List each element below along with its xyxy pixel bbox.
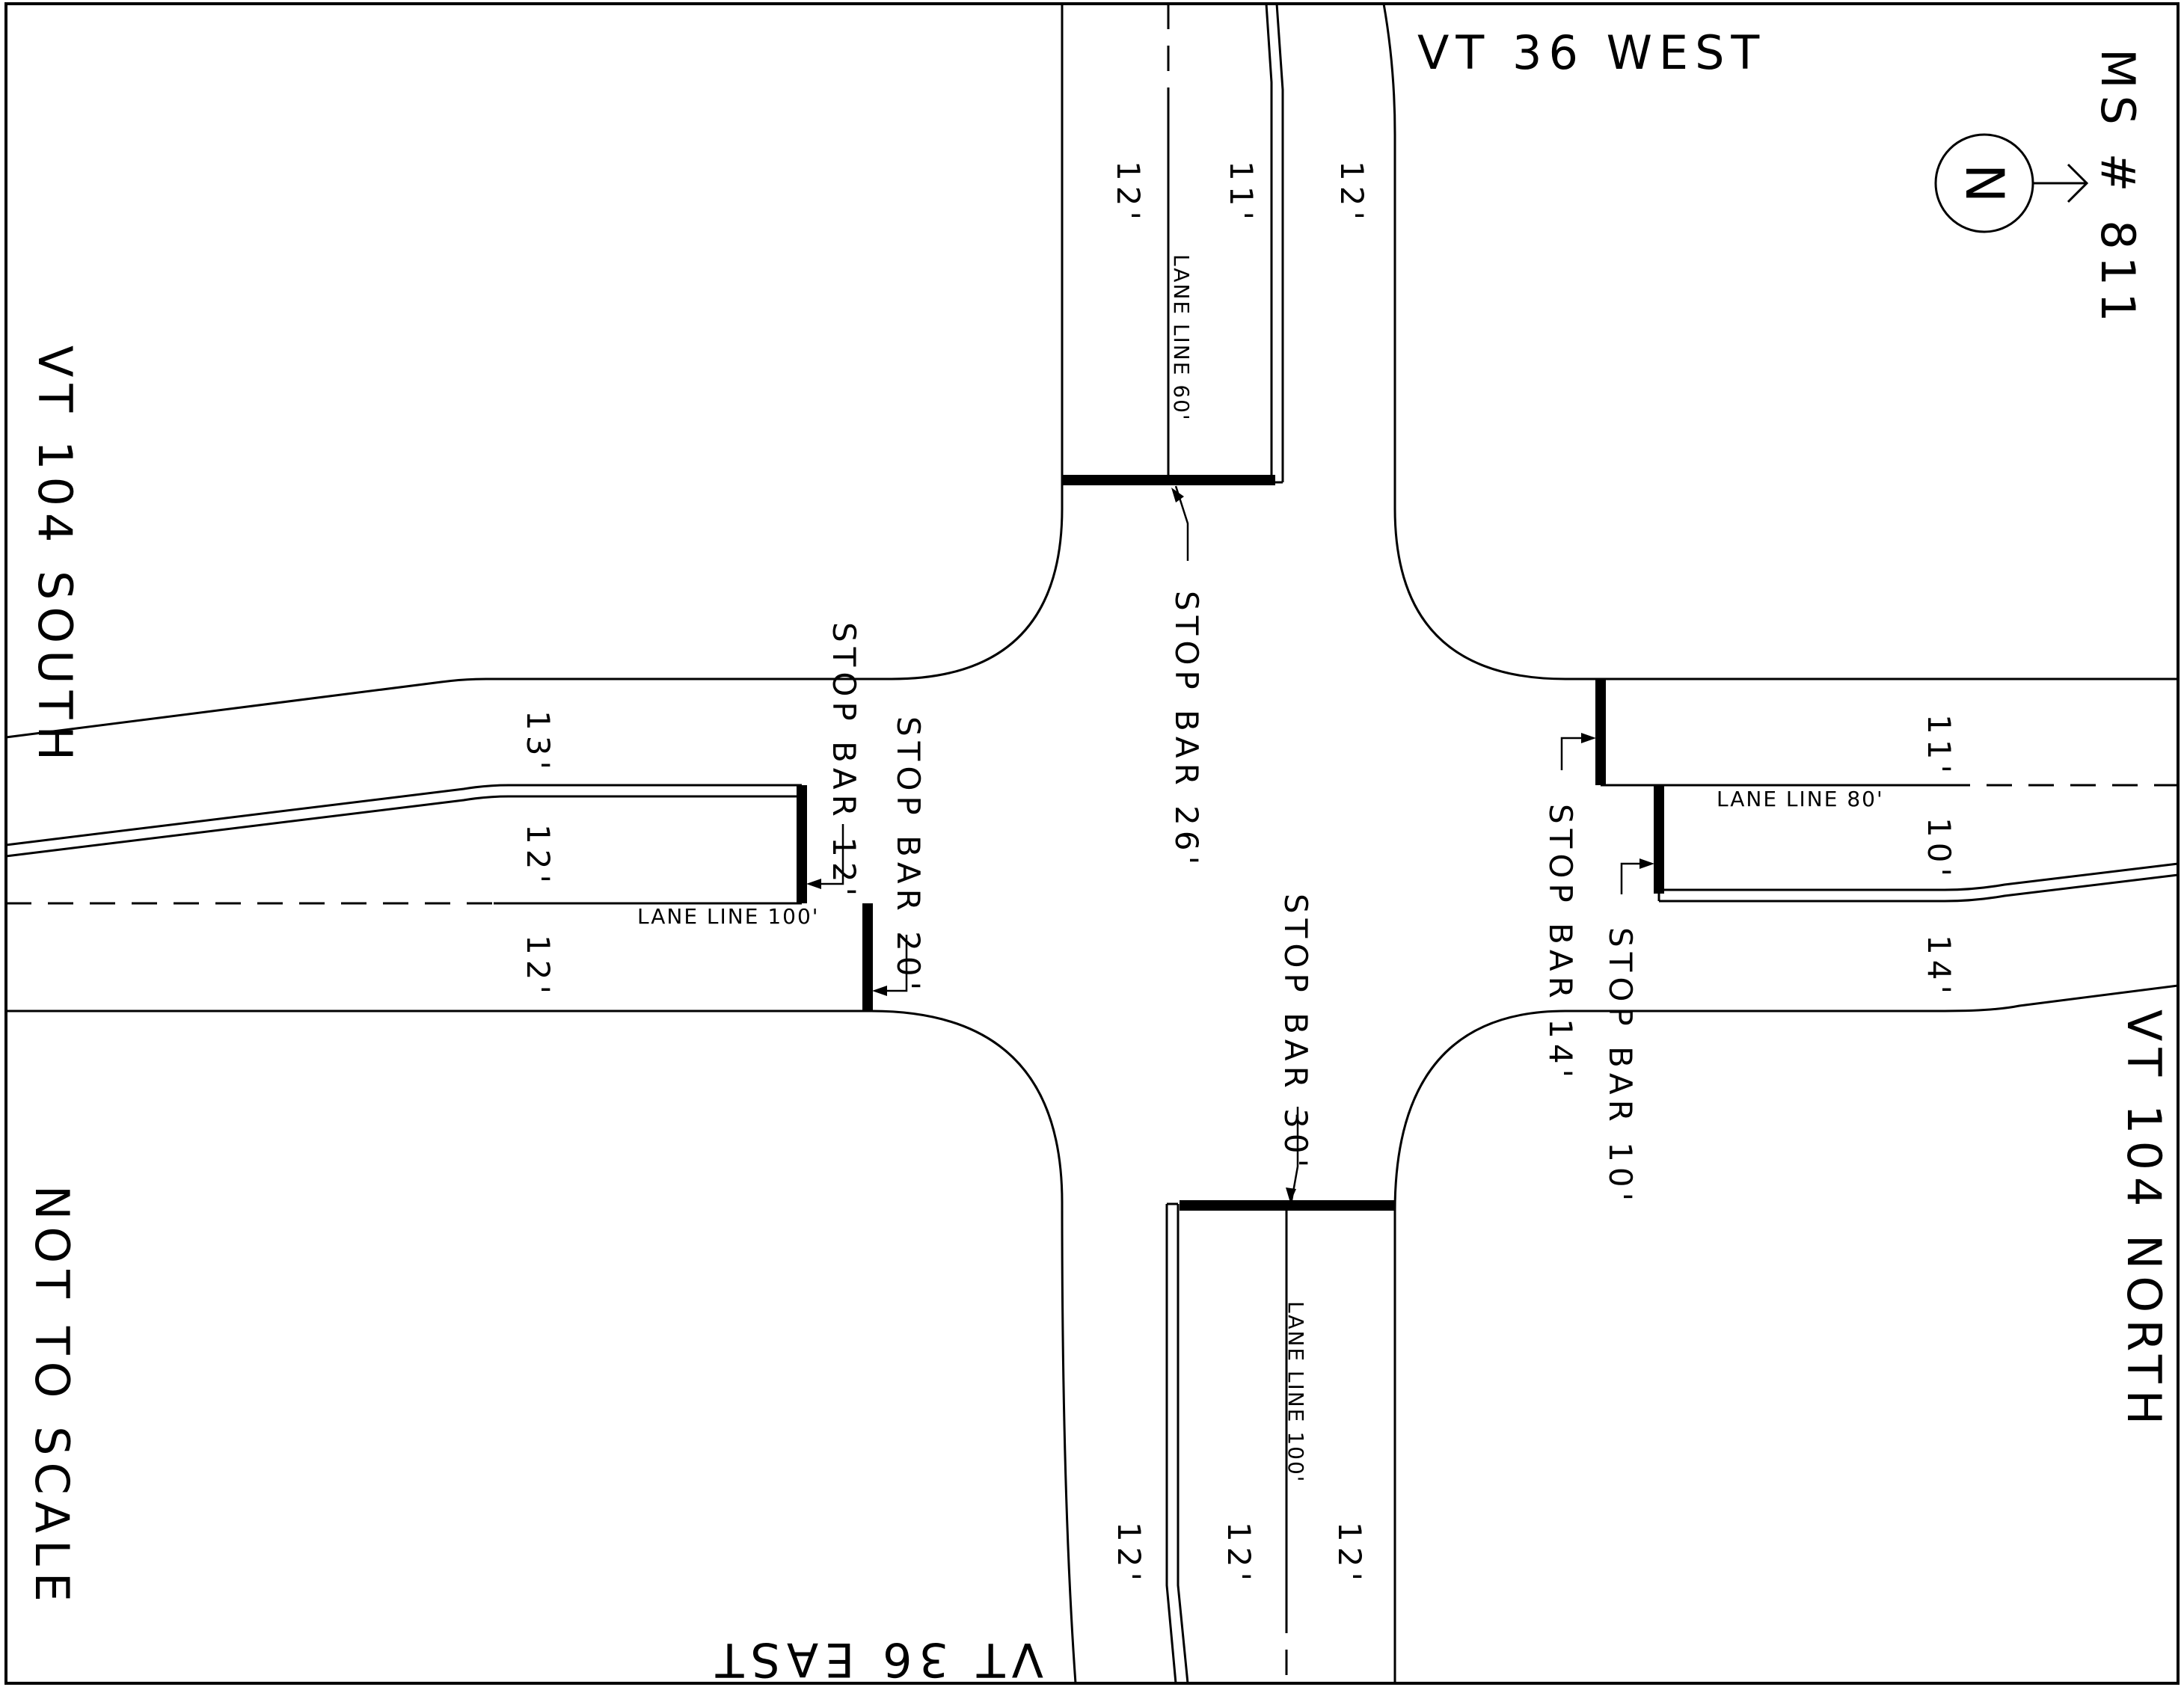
lane-lines <box>6 4 2178 1683</box>
west-lane-width-2: 12' <box>520 824 556 888</box>
south-lane-width-2: 12' <box>1221 1522 1257 1586</box>
east-lane-width-2: 10' <box>1921 817 1957 882</box>
west-stop-bar-left-label: STOP BAR 12' <box>826 622 862 901</box>
west-lane-width-1: 13' <box>520 710 556 775</box>
south-lane-width-3: 12' <box>1331 1522 1368 1586</box>
road-name-east: VT 104 NORTH <box>2117 1010 2171 1431</box>
east-stop-bar-through-label: STOP BAR 14' <box>1542 804 1579 1083</box>
east-lane-line-label: LANE LINE 80' <box>1717 787 1884 811</box>
leader-lines <box>806 485 1654 1202</box>
south-stop-bar-label: STOP BAR 30' <box>1277 894 1314 1173</box>
east-lane-width-1: 11' <box>1921 714 1957 778</box>
west-stop-bar-through-label: STOP BAR 20' <box>890 716 927 995</box>
north-lane-width-3: 12' <box>1334 161 1370 225</box>
road-name-west: VT 104 SOUTH <box>28 345 82 767</box>
north-lane-width-1: 12' <box>1110 161 1147 225</box>
east-stop-bar-right-label: STOP BAR 10' <box>1602 927 1639 1206</box>
drawing-border <box>4 2 2180 1685</box>
north-lane-width-2: 11' <box>1223 161 1260 225</box>
east-lane-width-3: 14' <box>1921 935 1957 999</box>
west-lane-width-3: 12' <box>520 935 556 999</box>
road-edges <box>5 3 2179 1684</box>
scale-note: NOT TO SCALE <box>25 1185 79 1608</box>
north-arrow-icon: N <box>1934 133 2089 233</box>
south-lane-width-1: 12' <box>1111 1522 1147 1586</box>
stop-bars <box>797 475 1664 1211</box>
north-stop-bar-label: STOP BAR 26' <box>1168 591 1205 870</box>
road-name-north: VT 36 WEST <box>1417 25 1766 80</box>
north-lane-line-label: LANE LINE 60' <box>1169 254 1194 422</box>
west-lane-line-label: LANE LINE 100' <box>637 904 819 929</box>
map-id: MS # 811 <box>2091 49 2145 329</box>
south-lane-line-label: LANE LINE 100' <box>1283 1301 1308 1483</box>
north-arrow-label: N <box>1954 164 2015 203</box>
road-name-south: VT 36 EAST <box>709 1632 1043 1687</box>
